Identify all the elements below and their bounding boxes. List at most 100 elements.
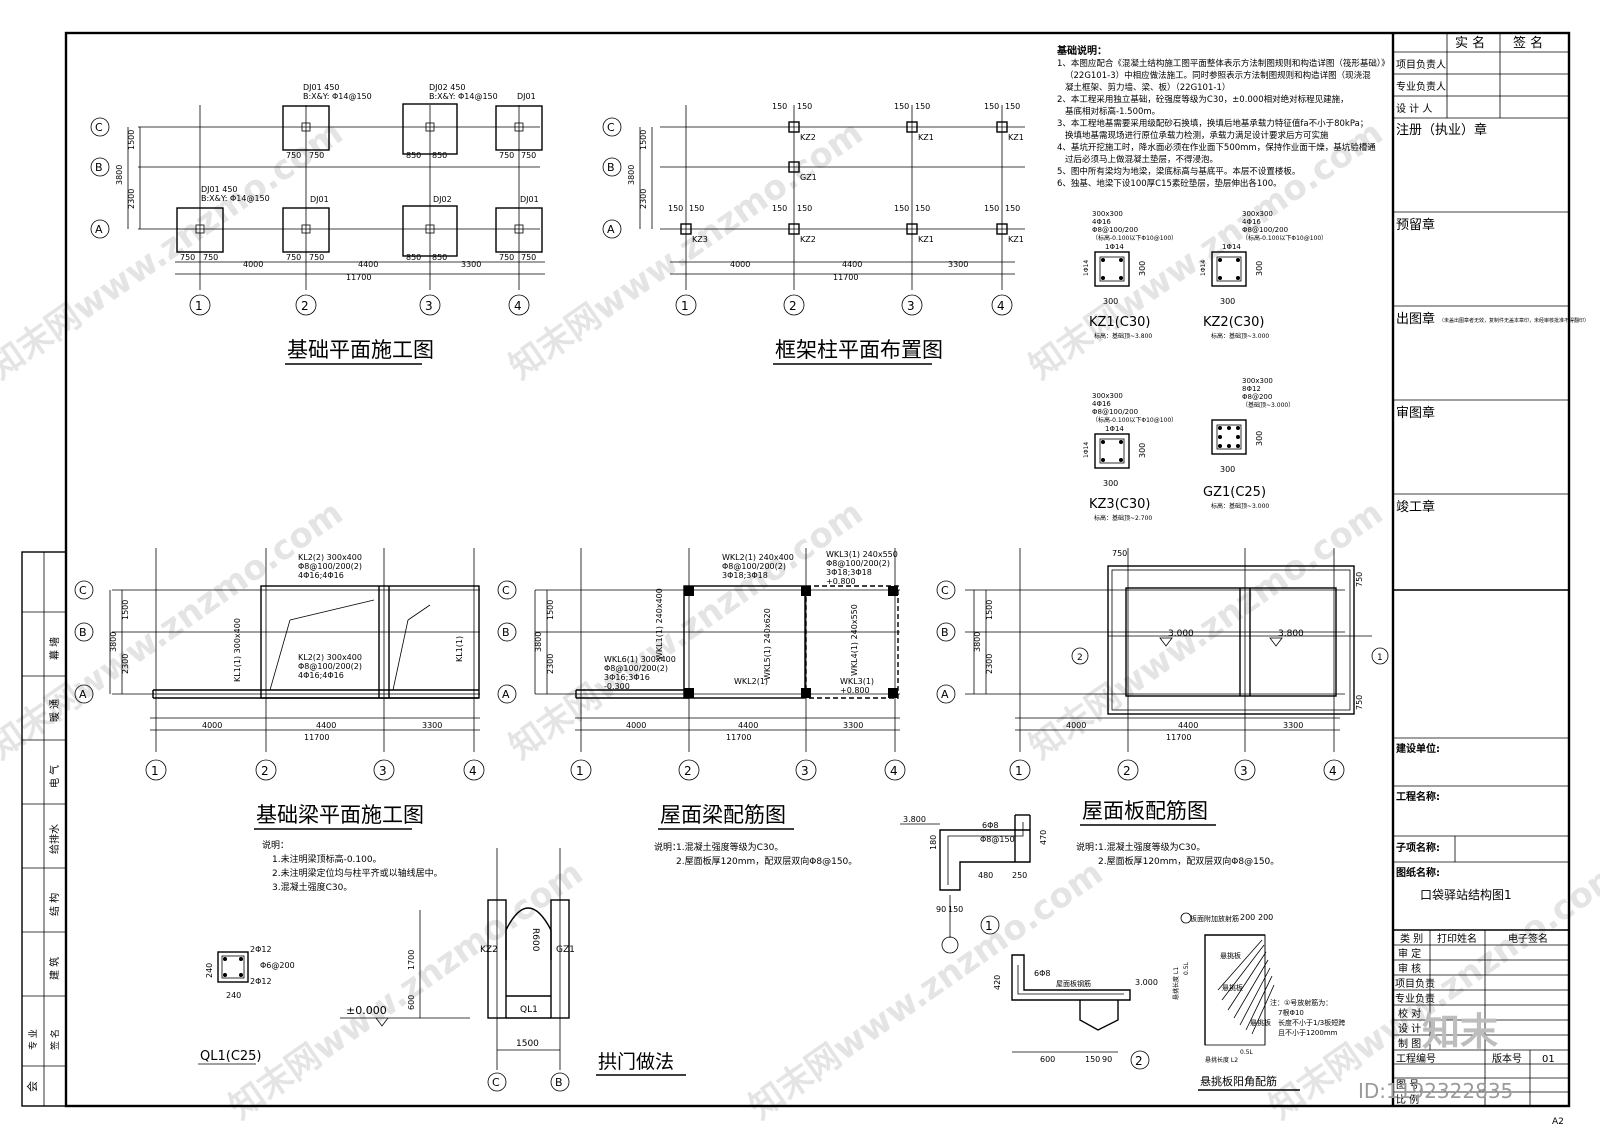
svg-text:2: 2 — [1123, 764, 1131, 778]
svg-text:150: 150 — [915, 102, 930, 111]
svg-text:150: 150 — [1005, 204, 1020, 213]
svg-text:C: C — [95, 121, 103, 134]
strip-0: 会 — [26, 1081, 39, 1092]
svg-text:300: 300 — [1103, 479, 1118, 488]
tb-stamp-5: 竣工章 — [1396, 499, 1435, 515]
svg-text:4400: 4400 — [842, 260, 862, 269]
svg-text:4: 4 — [890, 764, 898, 778]
svg-text:Φ8@100/200(2): Φ8@100/200(2) — [722, 562, 786, 571]
svg-text:（标高-0.100以下Φ10@100）: （标高-0.100以下Φ10@100） — [1092, 416, 1177, 424]
sign-row-0: 审 定 — [1398, 947, 1421, 960]
svg-text:Φ8@100/200: Φ8@100/200 — [1092, 408, 1138, 416]
svg-text:4Φ16;4Φ16: 4Φ16;4Φ16 — [298, 671, 344, 680]
svg-text:4400: 4400 — [358, 260, 378, 269]
svg-text:6Φ8: 6Φ8 — [1034, 969, 1050, 978]
svg-text:150: 150 — [772, 102, 787, 111]
ql1-name: QL1(C25) — [200, 1049, 262, 1064]
svg-text:1: 1 — [1377, 653, 1383, 663]
svg-text:±0.000: ±0.000 — [346, 1004, 387, 1017]
svg-text:3.800: 3.800 — [903, 815, 926, 824]
svg-text:750: 750 — [309, 151, 324, 160]
svg-text:3800: 3800 — [109, 632, 118, 652]
svg-text:150: 150 — [1085, 1055, 1100, 1064]
svg-text:3800: 3800 — [973, 632, 982, 652]
svg-text:2.屋面板厚120mm，配双层双向Φ8@150。: 2.屋面板厚120mm，配双层双向Φ8@150。 — [676, 855, 857, 867]
svg-text:1Φ14: 1Φ14 — [1222, 243, 1241, 251]
svg-text:QL1: QL1 — [520, 1005, 538, 1015]
notes-heading: 基础说明： — [1056, 44, 1107, 57]
svg-text:300x300: 300x300 — [1092, 210, 1123, 218]
svg-text:4000: 4000 — [1066, 721, 1086, 730]
svg-text:2Φ12: 2Φ12 — [250, 977, 272, 986]
svg-text:+0.800: +0.800 — [826, 577, 856, 586]
svg-text:1Φ14: 1Φ14 — [1200, 260, 1207, 276]
svg-text:750: 750 — [1355, 695, 1364, 710]
svg-text:KZ3(C30): KZ3(C30) — [1089, 497, 1150, 512]
svg-text:1.混凝土强度等级为C30。: 1.混凝土强度等级为C30。 — [676, 841, 783, 853]
svg-text:3.800: 3.800 — [1278, 629, 1304, 639]
svg-text:3: 3 — [907, 299, 915, 313]
svg-text:B: B — [607, 161, 615, 174]
tb-stamp-3: （未盖出图章者无效，复制件无盖本章印，未经审核批准不得翻印） — [1439, 317, 1589, 324]
tb-role-2: 设 计 人 — [1396, 102, 1432, 115]
svg-text:470: 470 — [1039, 830, 1048, 845]
sheet-size: A2 — [1552, 1117, 1564, 1127]
tb-stamp-2: 出图章 — [1396, 311, 1435, 327]
svg-text:标高：基础顶~3.000: 标高：基础顶~3.000 — [1211, 502, 1269, 510]
svg-text:WKL2(1) 240x400: WKL2(1) 240x400 — [722, 553, 794, 562]
svg-text:180: 180 — [929, 835, 938, 850]
svg-text:且不小于1200mm: 且不小于1200mm — [1278, 1028, 1338, 1037]
sign-row-4: 校 对 — [1398, 1007, 1421, 1020]
svg-text:3300: 3300 — [948, 260, 968, 269]
svg-text:C: C — [941, 584, 949, 597]
arch-title: 拱门做法 — [598, 1051, 674, 1073]
svg-text:1700: 1700 — [407, 950, 416, 970]
svg-text:GZ1(C25): GZ1(C25) — [1203, 485, 1266, 500]
svg-text:4000: 4000 — [202, 721, 222, 730]
svg-text:850: 850 — [432, 253, 447, 262]
svg-text:知末网www.znzmo.com: 知末网www.znzmo.com — [0, 493, 350, 767]
roof-beam-plan: WKL2(1) 240x400 Φ8@100/200(2) 3Φ18;3Φ18 … — [497, 548, 906, 867]
svg-text:300: 300 — [1255, 431, 1264, 446]
id-text: ID:1192322835 — [1358, 1079, 1513, 1103]
plan1-title: 基础平面施工图 — [287, 338, 434, 362]
svg-text:注：①号放射筋为：: 注：①号放射筋为： — [1270, 998, 1332, 1007]
svg-text:A: A — [607, 223, 615, 236]
svg-text:GZ1: GZ1 — [556, 945, 575, 955]
svg-text:3300: 3300 — [843, 721, 863, 730]
svg-text:4Φ16;4Φ16: 4Φ16;4Φ16 — [298, 571, 344, 580]
svg-text:11700: 11700 — [833, 273, 858, 282]
svg-text:2: 2 — [261, 764, 269, 778]
svg-text:3.混凝土强度C30。: 3.混凝土强度C30。 — [272, 881, 352, 893]
svg-text:2300: 2300 — [985, 654, 994, 674]
svg-text:11700: 11700 — [304, 733, 329, 742]
svg-text:Φ8@100/200(2): Φ8@100/200(2) — [298, 662, 362, 671]
svg-text:750: 750 — [286, 253, 301, 262]
sign-header-1: 打印姓名 — [1437, 932, 1477, 945]
svg-text:2Φ12: 2Φ12 — [250, 945, 272, 954]
svg-text:3Φ18;3Φ18: 3Φ18;3Φ18 — [722, 571, 768, 580]
svg-text:KZ1: KZ1 — [918, 133, 934, 142]
svg-text:480: 480 — [978, 871, 993, 880]
tb-role-1: 专业负责人 — [1396, 80, 1446, 93]
tb-field-1: 工程名称: — [1396, 790, 1440, 803]
arch-detail: QL1 KZ2 GZ1 R600 1700 600 1500 ±0.000 C … — [340, 848, 686, 1092]
svg-text:4Φ16: 4Φ16 — [1092, 400, 1111, 408]
svg-text:150: 150 — [772, 204, 787, 213]
svg-text:凝土框架、剪力墙、梁、板）（22G101-1）: 凝土框架、剪力墙、梁、板）（22G101-1） — [1065, 82, 1230, 93]
svg-text:基底相对标高-1.500m。: 基底相对标高-1.500m。 — [1065, 106, 1160, 117]
section-gz1: 300x300 8Φ12 Φ8@200 （基础顶~3.000） 300 300 … — [1203, 377, 1294, 510]
svg-text:Φ8@200: Φ8@200 — [1242, 393, 1272, 401]
svg-text:2300: 2300 — [546, 654, 555, 674]
svg-text:KL1(1) 300x400: KL1(1) 300x400 — [233, 618, 242, 682]
svg-text:说明：: 说明： — [262, 839, 289, 851]
plan1-label-0: DJ01 450 — [303, 83, 340, 92]
svg-text:屋面板钢筋: 屋面板钢筋 — [1056, 979, 1091, 988]
svg-text:0.5L: 0.5L — [1240, 1049, 1254, 1056]
column-sections: 300x300 4Φ16 Φ8@100/200 （标高-0.100以下Φ10@1… — [1083, 210, 1327, 522]
plan1-label-3: B:X&Y: Φ14@150 — [429, 92, 498, 101]
svg-text:90: 90 — [936, 905, 946, 914]
tb-stamp-4: 审图章 — [1396, 405, 1435, 421]
svg-text:750: 750 — [521, 151, 536, 160]
svg-text:标高：基础顶~3.800: 标高：基础顶~3.800 — [1094, 332, 1152, 340]
